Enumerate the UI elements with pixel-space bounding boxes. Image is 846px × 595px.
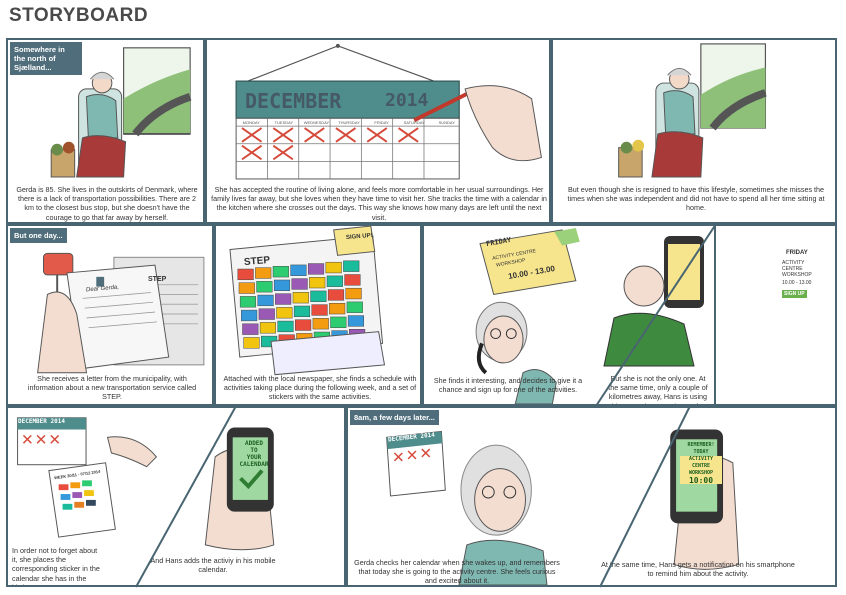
panel-3: But even though she is resigned to have …	[551, 38, 837, 224]
page-title: STORYBOARD	[9, 5, 149, 26]
panel-9-caption: And Hans adds the activiy in his mobile …	[150, 556, 276, 575]
weekday-label: TUESDAY	[274, 120, 294, 125]
schedule-cell	[346, 301, 363, 313]
schedule-cell	[295, 319, 312, 331]
schedule-title: STEP	[243, 254, 271, 269]
schedule-cell	[239, 296, 257, 308]
schedule-cell	[241, 309, 258, 322]
schedule-cell	[255, 267, 272, 279]
panel-6-caption: She finds it interesting, and decides to…	[433, 376, 583, 395]
panel-4: STEP Dear Gerda, But one day... She rece…	[6, 224, 214, 406]
reminder-phone-text: REMEMBER! TODAY ACTIVITY CENTRE WORKSHOP…	[680, 442, 722, 485]
panel-5-illustration	[229, 226, 386, 376]
schedule-cell	[258, 308, 275, 320]
phone-day: FRIDAY	[786, 250, 808, 256]
panel-4-illustration	[37, 252, 205, 374]
panel-10-caption: Gerda checks her calendar when she wakes…	[354, 558, 560, 586]
schedule-cell	[312, 318, 329, 330]
panel-3-caption: But even though she is resigned to have …	[567, 185, 825, 213]
panel-1-tag: Somewhere in the north of Sjælland...	[10, 42, 82, 75]
panel-10: DECEMBER 2014 8am, a few days later... R…	[346, 406, 837, 587]
panel-1-caption: Gerda is 85. She lives in the outskirts …	[16, 185, 198, 222]
panel-2-illustration	[235, 43, 542, 180]
panel-1: Somewhere in the north of Sjælland... Ge…	[6, 38, 205, 224]
schedule-cell	[242, 323, 259, 335]
schedule-cell	[311, 304, 328, 316]
schedule-cell	[292, 292, 309, 304]
letter-title: STEP	[148, 276, 167, 283]
schedule-cell	[257, 294, 274, 307]
svg-text:2014: 2014	[385, 90, 429, 111]
schedule-cell	[238, 282, 255, 294]
phone-time: 10.00 - 13.00	[782, 280, 812, 286]
panel-8: DECEMBER 2014 WEEK 30/11 - 07/12 2014 AD…	[6, 406, 346, 587]
panel-7: FRIDAY ACTIVITY CENTRE WORKSHOP 10.00 - …	[716, 224, 837, 406]
calendar-title: DECEMBER 2014	[245, 89, 429, 113]
reminder-line: WORKSHOP	[680, 470, 722, 477]
panel-2-caption: She has accepted the routine of living a…	[211, 185, 547, 222]
panel-6: FRIDAY ACTIVITY CENTRE WORKSHOP 10.00 - …	[422, 224, 716, 406]
phone-sign-up-button: SIGN UP	[782, 290, 807, 298]
schedule-cell	[276, 307, 293, 319]
phone-line-3: WORKSHOP	[782, 272, 812, 278]
panel-11-caption: At the same time, Hans gets a notificati…	[601, 560, 795, 579]
schedule-cell	[330, 316, 347, 328]
reminder-line: REMEMBER!	[687, 442, 715, 448]
reminder-time: 10:00	[680, 477, 722, 485]
schedule-cell	[345, 287, 362, 300]
schedule-cell	[343, 260, 360, 272]
schedule-cell	[259, 322, 276, 334]
schedule-cell	[277, 320, 294, 333]
weekday-label: SATURDAY	[403, 120, 425, 125]
schedule-cell	[256, 281, 273, 293]
panel-2: DECEMBER 2014 MONDAY TUESDAY WEDNESDAY T…	[205, 38, 551, 224]
panel-1-illustration	[50, 47, 192, 178]
schedule-cell	[237, 268, 254, 281]
panel-4-tag: But one day...	[10, 228, 67, 243]
panel-10-tag: 8am, a few days later...	[350, 410, 439, 425]
phone-text-line: TO	[250, 447, 258, 454]
schedule-cell	[293, 305, 311, 318]
weekday-label: FRIDAY	[374, 120, 389, 125]
schedule-cell	[243, 337, 260, 349]
panel-8-caption: In order not to forget about it, she pla…	[12, 546, 100, 585]
schedule-cell	[326, 275, 343, 287]
calendar-weekday-row: MONDAY TUESDAY WEDNESDAY THURSDAY FRIDAY…	[235, 120, 463, 128]
phone-text-line: ADDED	[244, 440, 264, 447]
schedule-cell	[307, 263, 325, 275]
phone-added-text: ADDED TO YOUR CALENDAR	[238, 440, 270, 468]
schedule-cell	[327, 289, 345, 301]
calendar-label: DECEMBER 2014	[18, 418, 65, 425]
svg-text:DECEMBER: DECEMBER	[245, 89, 342, 113]
weekday-label: THURSDAY	[338, 120, 360, 125]
phone-line-2: CENTRE	[782, 266, 803, 272]
phone-text-line: CALENDAR	[239, 461, 269, 468]
panel-5-caption: Attached with the local newspaper, she f…	[223, 374, 417, 402]
weekday-label: SUNDAY	[438, 120, 455, 125]
schedule-cell	[344, 274, 361, 286]
panel-4-caption: She receives a letter from the municipal…	[27, 374, 197, 402]
phone-line-1: ACTIVITY	[782, 260, 805, 266]
schedule-cell	[291, 278, 308, 290]
panel-3-illustration	[618, 43, 767, 178]
schedule-cell	[329, 303, 346, 315]
schedule-cell	[309, 277, 326, 289]
weekday-label: MONDAY	[242, 120, 260, 125]
panel-7-illustration	[603, 236, 704, 367]
reminder-line: ACTIVITY CENTRE	[680, 456, 722, 470]
schedule-cell	[290, 264, 307, 276]
schedule-cell	[347, 315, 365, 327]
panel-5: STEP SIGN UP! Attached with the local ne…	[214, 224, 422, 406]
schedule-cell	[272, 266, 289, 278]
phone-text-line: YOUR	[246, 454, 262, 461]
weekday-label: WEDNESDAY	[303, 120, 330, 125]
schedule-cell	[325, 261, 342, 274]
reminder-line: TODAY	[693, 449, 709, 455]
panel-6-illustration	[475, 227, 580, 404]
schedule-cell	[273, 279, 291, 291]
schedule-cell	[275, 293, 292, 305]
schedule-cell	[310, 290, 327, 302]
